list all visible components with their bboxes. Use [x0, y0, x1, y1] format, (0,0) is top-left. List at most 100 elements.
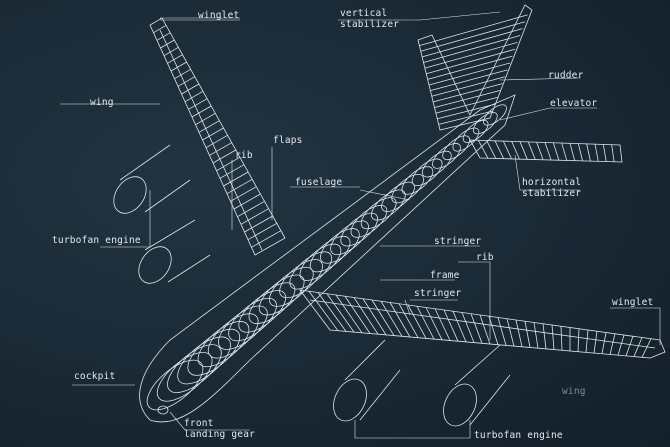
wing-rib — [209, 142, 232, 156]
wing-rib — [425, 307, 443, 340]
wing-rib — [488, 316, 499, 345]
stabilizer-rib — [426, 48, 516, 75]
wing-rib — [479, 314, 491, 345]
fuselage-frame — [156, 352, 213, 402]
stabilizer-rib — [424, 41, 518, 69]
fuselage-frame — [309, 235, 351, 273]
wing-rib — [533, 322, 539, 349]
label-cockpit: cockpit — [74, 371, 116, 382]
wing-rib — [398, 303, 419, 338]
fuselage-frame — [177, 336, 231, 385]
wing-rib — [362, 298, 387, 336]
wing-rib — [461, 312, 475, 343]
stabilizer-rib — [438, 110, 493, 125]
fuselage-frame — [391, 174, 425, 204]
wing-rib — [524, 321, 531, 348]
stabilizer-rib — [577, 143, 583, 161]
wing-rib — [452, 311, 467, 343]
wing-rib — [163, 46, 179, 57]
stabilizer-rib — [502, 140, 512, 160]
horizontal-stabilizer — [469, 139, 623, 163]
fuselage-frame — [197, 321, 250, 368]
wing-rib — [560, 326, 563, 351]
wing-rib — [434, 308, 451, 341]
label-stringer-lower: stringer — [414, 288, 462, 299]
wing-rib — [160, 39, 175, 49]
wing-rib — [617, 334, 625, 356]
stabilizer-rib — [422, 28, 523, 58]
wing-rib — [223, 171, 249, 187]
fuselage-frame — [299, 243, 342, 281]
wing-rib — [226, 178, 253, 195]
wing-rib — [551, 324, 555, 350]
label-winglet-top: winglet — [198, 10, 240, 21]
label-frame: frame — [430, 270, 460, 281]
stabilizer-rib — [433, 83, 503, 103]
wing-rib — [542, 323, 547, 349]
wing-rib — [177, 76, 195, 87]
wing-rib — [153, 24, 167, 34]
wing-rib — [506, 318, 515, 347]
label-vertical-stabilizer: vertical — [340, 8, 388, 19]
stabilizer-rib — [552, 142, 560, 161]
label-front-landing-gear: front — [184, 418, 214, 429]
left-wing — [149, 17, 286, 256]
label-stringer-upper: stringer — [434, 236, 482, 247]
wing-rib — [308, 291, 339, 331]
landing-gear — [157, 405, 169, 415]
wing-rib — [212, 149, 236, 164]
wing-rib — [577, 328, 580, 352]
stabilizer-rib — [423, 35, 521, 63]
stabilizer-rib — [430, 69, 508, 92]
stabilizer-rib — [602, 144, 607, 162]
wing-rib — [244, 215, 273, 233]
vertical-stabilizer — [417, 4, 533, 131]
fuselage — [139, 94, 516, 423]
wing-rib — [380, 301, 403, 337]
fuselage-frame — [279, 259, 323, 299]
wing-rib — [251, 230, 282, 248]
fuselage-frame — [258, 274, 305, 316]
fuselage-frame — [462, 119, 489, 143]
stabilizer-rib — [431, 76, 506, 97]
label-winglet-right: winglet — [612, 297, 654, 308]
stabilizer-rib — [586, 143, 591, 162]
wing-rib — [625, 336, 634, 357]
stabilizer-rib — [486, 140, 497, 159]
fuselage-frame — [187, 328, 241, 376]
stabilizer-rib — [536, 142, 544, 160]
wing-rib — [335, 294, 363, 334]
wing-rib — [601, 332, 607, 354]
stabilizer-rib — [477, 140, 489, 159]
label-turbofan-engine-left: turbofan engine — [52, 235, 141, 246]
engines — [113, 144, 511, 427]
fuselage-frame — [289, 251, 333, 290]
wing-rib — [344, 296, 371, 334]
label-rib-right: rib — [476, 252, 494, 263]
wing-rib — [156, 32, 171, 41]
stabilizer-rib — [435, 96, 498, 114]
label-front-landing-gear-2: landing gear — [184, 429, 256, 440]
wing-rib — [470, 313, 483, 344]
wing-rib — [593, 331, 598, 354]
wing-rib — [609, 333, 616, 355]
wing-rib — [202, 127, 224, 141]
stabilizer-rib — [427, 55, 513, 80]
label-horizontal-stabilizer: horizontal — [522, 177, 582, 188]
fuselage-frame — [330, 220, 369, 255]
fuselage-frame — [228, 297, 277, 342]
fuselage-frame — [421, 150, 452, 178]
wing-rib — [416, 306, 435, 340]
wing-rib — [247, 222, 277, 241]
fuselage-frame — [146, 359, 204, 411]
wing-rib — [237, 200, 265, 218]
wing-rib — [233, 193, 261, 210]
stabilizer-rib — [611, 144, 615, 162]
label-elevator: elevator — [550, 98, 598, 109]
label-rudder: rudder — [548, 70, 584, 81]
wing-rib — [371, 299, 395, 336]
wing-rib — [188, 98, 208, 110]
wing-rib — [515, 319, 523, 347]
label-vertical-stabilizer-2: stabilizer — [340, 19, 400, 30]
